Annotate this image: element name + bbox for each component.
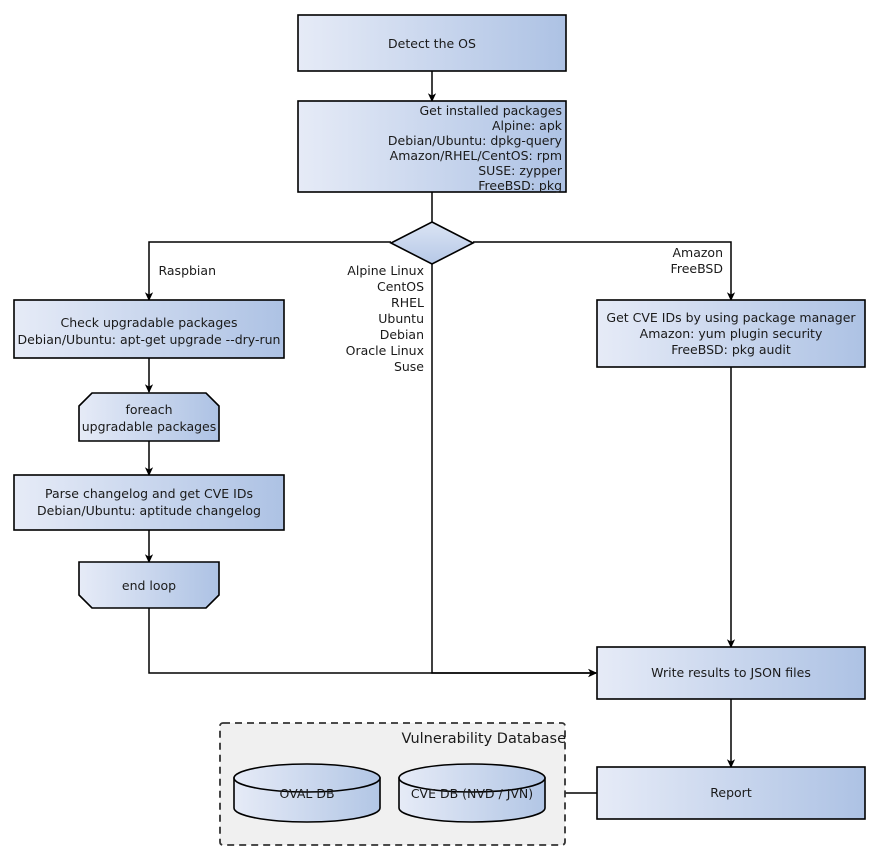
node-end-loop[interactable]: end loop	[78, 561, 220, 609]
raspbian-label: Raspbian	[158, 263, 216, 278]
get-cve-ids-line-1: Get CVE IDs by using package manager	[606, 310, 856, 325]
parse-changelog-line-1: Parse changelog and get CVE IDs	[45, 486, 253, 501]
write-results-box	[596, 646, 866, 700]
oval-db-node[interactable]: OVAL DB	[233, 763, 381, 823]
node-check-upgradable-packages[interactable]: Check upgradable packages Debian/Ubuntu:…	[13, 299, 285, 359]
vulnerability-database-group: Vulnerability Database OVAL DB CVE DB (N…	[219, 722, 567, 846]
right-distro-line-1: Amazon	[672, 245, 723, 260]
get-installed-packages-line-2: Alpine: apk	[492, 118, 563, 133]
edge-decision-to-get-cve-ids	[473, 241, 736, 302]
node-parse-changelog[interactable]: Parse changelog and get CVE IDs Debian/U…	[13, 474, 285, 531]
cve-db-node[interactable]: CVE DB (NVD / JVN)	[398, 763, 546, 823]
check-upgradable-line-2: Debian/Ubuntu: apt-get upgrade --dry-run	[18, 332, 281, 347]
check-upgradable-line-1: Check upgradable packages	[61, 315, 238, 330]
report-label: Report	[710, 785, 752, 800]
get-cve-ids-line-2: Amazon: yum plugin security	[640, 326, 823, 341]
get-installed-packages-line-3: Debian/Ubuntu: dpkg-query	[388, 133, 563, 148]
foreach-line-1: foreach	[125, 402, 172, 417]
middle-distro-line-3: RHEL	[391, 295, 424, 310]
detect-os-box	[297, 14, 567, 72]
get-installed-packages-box	[297, 100, 567, 193]
node-get-installed-packages[interactable]: Get installed packages Alpine: apk Debia…	[297, 100, 567, 193]
cve-db-label: CVE DB (NVD / JVN)	[411, 786, 533, 801]
edge-decision-to-write-results-middle	[431, 264, 598, 678]
get-installed-packages-line-6: FreeBSD: pkg	[478, 178, 562, 193]
get-installed-packages-line-4: Amazon/RHEL/CentOS: rpm	[390, 148, 562, 163]
detect-os-label: Detect the OS	[388, 36, 476, 51]
report-box	[596, 766, 866, 820]
node-detect-the-os[interactable]: Detect the OS	[297, 14, 567, 72]
cve-db-cylinder-top	[398, 763, 546, 793]
node-foreach-loop-start[interactable]: foreach upgradable packages	[78, 392, 220, 442]
edge-end-loop-to-write-results	[148, 608, 598, 678]
middle-distro-line-7: Suse	[394, 359, 424, 374]
edge-label-raspbian: Raspbian	[158, 263, 216, 278]
decision-diamond	[389, 221, 475, 265]
middle-distro-line-1: Alpine Linux	[347, 263, 424, 278]
parse-changelog-box	[13, 474, 285, 531]
check-upgradable-box	[13, 299, 285, 359]
edge-label-right-distros: Amazon FreeBSD	[671, 245, 723, 276]
foreach-loop-shape	[78, 392, 220, 442]
middle-distro-line-5: Debian	[380, 327, 424, 342]
group-title-label: Vulnerability Database	[402, 731, 567, 747]
right-distro-line-2: FreeBSD	[671, 261, 723, 276]
middle-distro-line-6: Oracle Linux	[346, 343, 424, 358]
middle-distro-line-4: Ubuntu	[378, 311, 424, 326]
parse-changelog-line-2: Debian/Ubuntu: aptitude changelog	[37, 503, 261, 518]
get-cve-ids-box	[596, 299, 866, 368]
get-installed-packages-line-1: Get installed packages	[419, 103, 562, 118]
node-report[interactable]: Report	[596, 766, 866, 820]
get-installed-packages-line-5: SUSE: zypper	[478, 163, 563, 178]
oval-db-cylinder-top	[233, 763, 381, 793]
node-os-decision[interactable]	[389, 221, 475, 265]
node-get-cve-ids[interactable]: Get CVE IDs by using package manager Ama…	[596, 299, 866, 368]
oval-db-label: OVAL DB	[279, 786, 334, 801]
end-loop-shape	[78, 561, 220, 609]
get-cve-ids-line-3: FreeBSD: pkg audit	[671, 342, 791, 357]
end-loop-label: end loop	[122, 578, 176, 593]
edge-decision-to-check-upgradable	[144, 241, 391, 302]
edge-label-middle-distros: Alpine Linux CentOS RHEL Ubuntu Debian O…	[346, 263, 425, 374]
node-write-results[interactable]: Write results to JSON files	[596, 646, 866, 700]
write-results-label: Write results to JSON files	[651, 665, 811, 680]
foreach-line-2: upgradable packages	[82, 419, 217, 434]
middle-distro-line-2: CentOS	[377, 279, 424, 294]
